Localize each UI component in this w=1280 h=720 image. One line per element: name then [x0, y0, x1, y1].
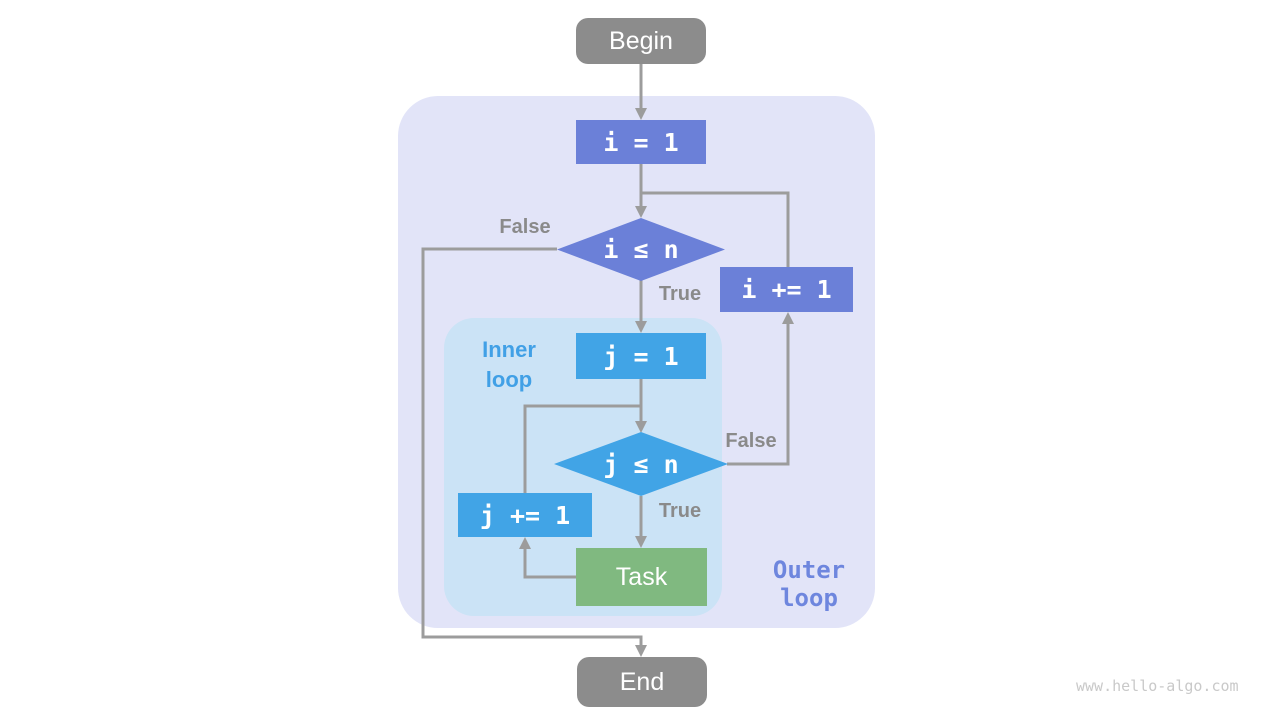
task-node-label: Task	[615, 562, 668, 591]
init-i-node: i = 1	[576, 120, 706, 164]
site-watermark: www.hello-algo.com	[1076, 677, 1239, 695]
begin-node: Begin	[576, 18, 706, 64]
inner-false-branch-label: False	[725, 430, 777, 452]
cond-i-node-label: i ≤ n	[603, 235, 679, 264]
begin-node-label: Begin	[609, 26, 673, 55]
init-j-node-label: j = 1	[603, 341, 679, 371]
inc-i-node: i += 1	[720, 267, 853, 312]
end-node-label: End	[619, 667, 665, 696]
outer-loop-region-label: Outer loop	[772, 556, 846, 612]
arrowhead-into-inc-j	[519, 537, 531, 549]
edge-inc-i-merge	[641, 191, 790, 267]
outer-false-branch-label: False	[499, 216, 551, 238]
arrowhead-into-cond-j	[635, 421, 647, 433]
outer-true-branch-label: True	[658, 283, 702, 305]
arrowhead-into-init-i	[635, 108, 647, 120]
inc-j-node-label: j += 1	[479, 500, 571, 530]
inc-j-node: j += 1	[458, 493, 592, 537]
arrowhead-into-inc-i	[782, 312, 794, 324]
edge-task-to-inc-j	[523, 549, 576, 579]
end-node: End	[577, 657, 707, 707]
cond-j-node-label: j ≤ n	[603, 449, 679, 479]
inner-true-branch-label: True	[658, 500, 702, 522]
edge-cond-i-false-to-end	[421, 247, 643, 646]
arrowhead-into-cond-i	[635, 206, 647, 218]
init-j-node: j = 1	[576, 333, 706, 379]
init-i-node-label: i = 1	[603, 127, 679, 157]
arrowhead-into-end	[635, 645, 647, 657]
task-node: Task	[576, 548, 707, 606]
inc-i-node-label: i += 1	[741, 275, 832, 304]
arrowhead-into-task	[635, 536, 647, 548]
edge-cond-j-false-to-inc-i	[727, 324, 790, 466]
edge-inc-j-merge	[523, 404, 641, 493]
arrowhead-into-init-j	[635, 321, 647, 333]
inner-loop-region-label: Inner loop	[482, 337, 536, 392]
